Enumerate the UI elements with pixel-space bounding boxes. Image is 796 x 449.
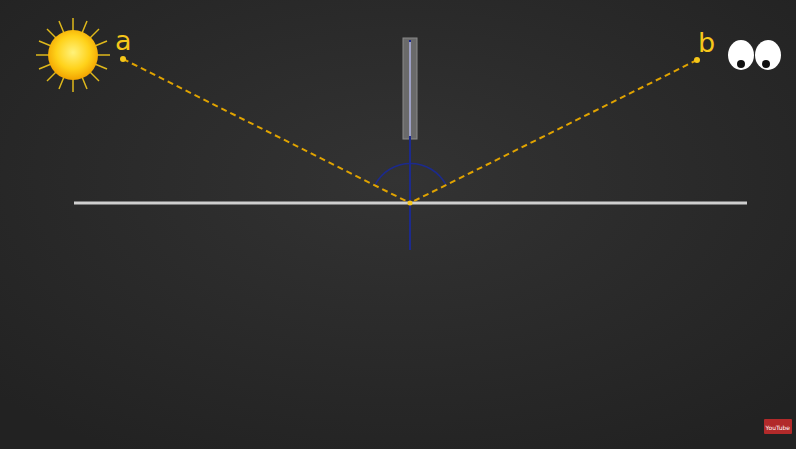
point-label: a (115, 27, 132, 54)
eyes-icon (728, 40, 781, 70)
mirror-edge (403, 38, 417, 139)
angle-arc (375, 163, 446, 185)
sun-icon (36, 18, 110, 92)
reflection-point (408, 201, 413, 206)
incident-ray (123, 59, 410, 203)
normal-line (409, 40, 411, 250)
mirror-highlight (409, 42, 411, 136)
reflected-ray (410, 60, 697, 203)
point-dot (694, 57, 700, 63)
point-label: b (698, 29, 715, 56)
point-dot (120, 56, 126, 62)
watermark: YouTube (764, 419, 792, 434)
mirror-surface (74, 202, 747, 205)
